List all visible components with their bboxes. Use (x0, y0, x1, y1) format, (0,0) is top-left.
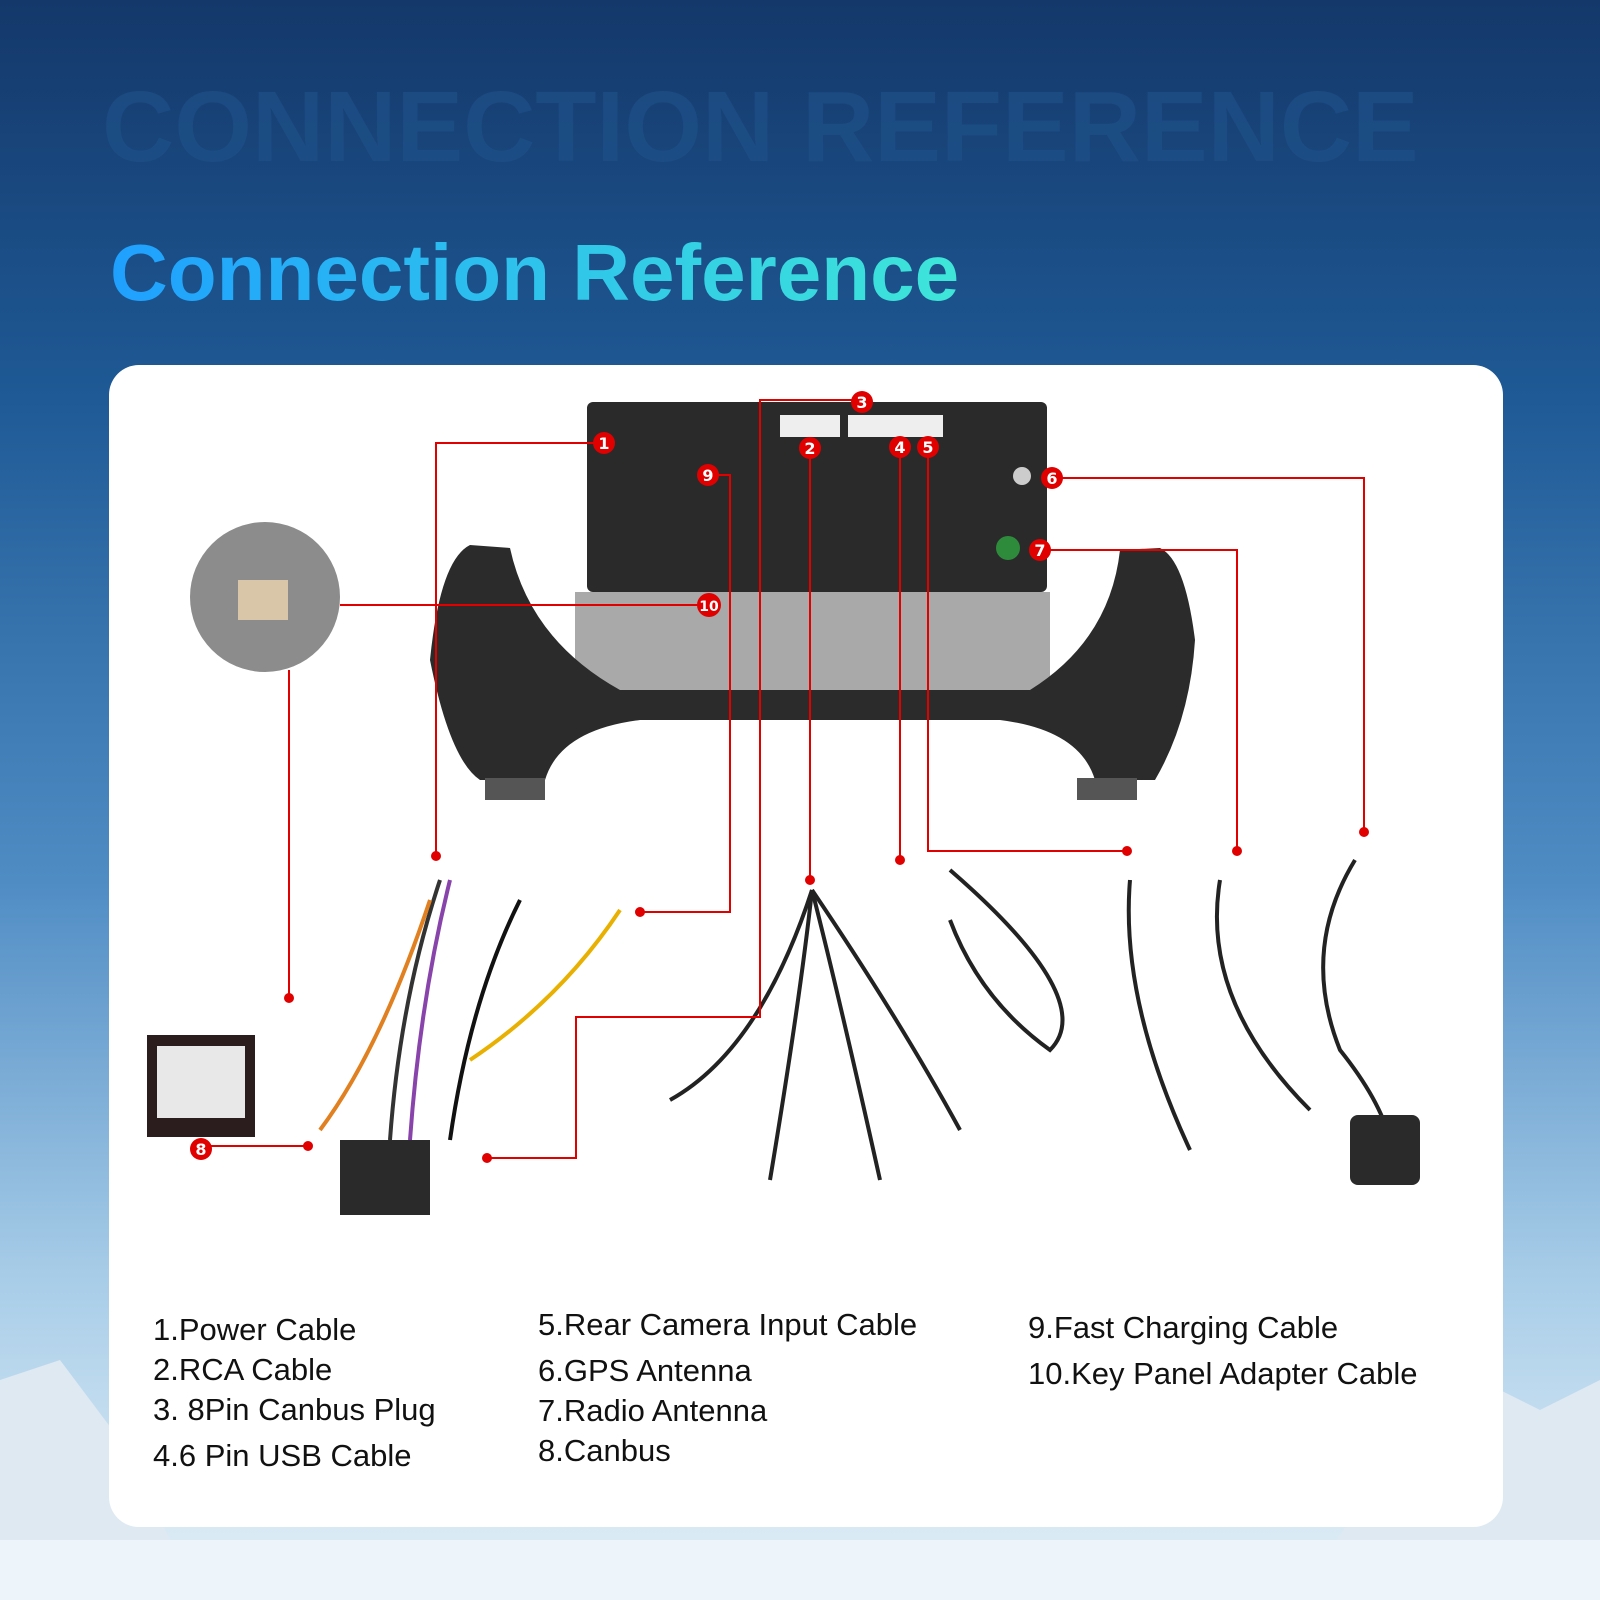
svg-text:7: 7 (1034, 541, 1045, 560)
svg-text:5: 5 (922, 438, 933, 457)
marker-4: 4 (889, 436, 911, 458)
gps-antenna-puck (1350, 1115, 1420, 1185)
callout-dots (284, 827, 1369, 1163)
svg-text:2: 2 (804, 439, 815, 458)
legend-item: 5.Rear Camera Input Cable (538, 1307, 918, 1342)
marker-5: 5 (917, 436, 939, 458)
snowy-mountains-background (0, 1360, 1600, 1600)
marker-7: 7 (1029, 539, 1051, 561)
legend-column-1: 1.Power Cable 2.RCA Cable 3. 8Pin Canbus… (153, 1310, 436, 1476)
marker-8: 8 (190, 1138, 212, 1160)
legend-item: 3. 8Pin Canbus Plug (153, 1392, 436, 1427)
head-unit (430, 402, 1195, 800)
svg-text:10: 10 (699, 599, 719, 615)
legend-item: 7.Radio Antenna (538, 1393, 768, 1428)
svg-text:9: 9 (702, 466, 713, 485)
svg-text:8: 8 (195, 1140, 206, 1159)
legend-column-3: 9.Fast Charging Cable 10.Key Panel Adapt… (1028, 1305, 1418, 1397)
watermark-text: CONNECTION REFERENCE (102, 71, 1419, 183)
legend-item: 9.Fast Charging Cable (1028, 1310, 1339, 1345)
marker-2: 2 (799, 437, 821, 459)
marker-9: 9 (697, 464, 719, 486)
legend-column-2: 5.Rear Camera Input Cable 6.GPS Antenna … (538, 1305, 917, 1471)
marker-1: 1 (593, 432, 615, 454)
page-title: Connection Reference (110, 225, 959, 320)
svg-text:1: 1 (598, 434, 609, 453)
svg-text:3: 3 (856, 393, 867, 412)
marker-3: 3 (851, 391, 873, 413)
power-connector (340, 1140, 430, 1215)
marker-10: 10 (697, 593, 721, 617)
legend-item: 10.Key Panel Adapter Cable (1028, 1356, 1418, 1391)
legend-item: 8.Canbus (538, 1433, 671, 1468)
legend-item: 1.Power Cable (153, 1312, 357, 1347)
svg-text:4: 4 (894, 438, 905, 457)
callout-lines (201, 399, 1365, 1159)
marker-6: 6 (1041, 467, 1063, 489)
legend-item: 4.6 Pin USB Cable (153, 1438, 412, 1473)
legend-item: 2.RCA Cable (153, 1352, 333, 1387)
svg-text:6: 6 (1046, 469, 1057, 488)
cable-harnesses (318, 858, 1392, 1181)
legend-item: 6.GPS Antenna (538, 1353, 752, 1388)
